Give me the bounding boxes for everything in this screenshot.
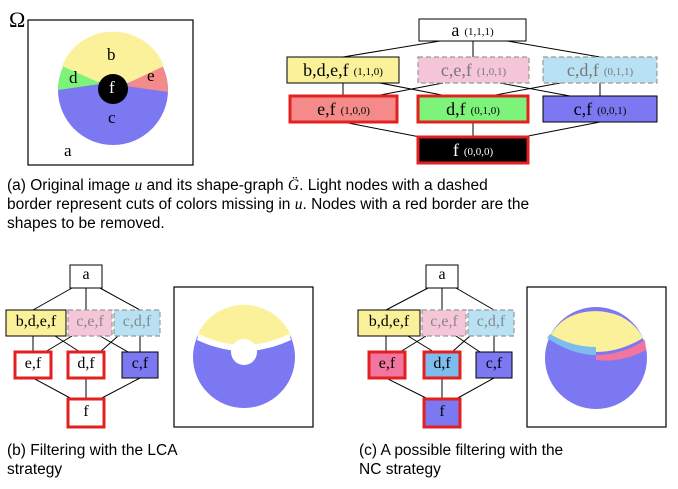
label-b: b [107, 45, 116, 64]
node-a-text: a(1,1,1) [451, 19, 494, 40]
node-cef [417, 56, 530, 84]
node-cef-text: c,e,f(1,0,1) [440, 59, 507, 80]
omega-label: Ω [9, 7, 26, 32]
node-ef-text: e,f(1,0,0) [317, 98, 370, 119]
node-cf [542, 95, 658, 123]
node-b-df: d,f [77, 355, 95, 372]
node-f [416, 135, 530, 165]
node-cdf-text: c,d,f(0,1,1) [566, 59, 634, 80]
node-c-f: f [439, 403, 445, 420]
node-c-cdf: c,d,f [476, 313, 506, 330]
node-a [418, 18, 527, 42]
node-c-df: d,f [433, 355, 451, 372]
node-b-bdef: b,d,e,f [15, 313, 57, 330]
node-b-cdf: c,d,f [122, 313, 152, 330]
node-b-a: a [82, 266, 90, 283]
label-d: d [69, 68, 78, 87]
node-c-cf: c,f [485, 355, 503, 372]
caption-a: (a) Original image u and its shape-graph… [7, 177, 530, 232]
node-b-ef: e,f [24, 355, 42, 372]
node-df [416, 94, 530, 124]
label-c: c [108, 108, 116, 127]
node-c-ef: e,f [378, 355, 396, 372]
node-b-f: f [83, 403, 89, 420]
node-bdef [286, 56, 400, 84]
node-b-cef: c,e,f [76, 313, 104, 330]
node-b-cf: c,f [131, 355, 149, 372]
caption-c: (c) A possible filtering with the NC str… [359, 442, 564, 478]
node-cf-text: c,f(0,0,1) [573, 98, 627, 119]
caption-b: (b) Filtering with the LCA strategy [7, 442, 178, 478]
node-ef [288, 94, 399, 124]
node-c-a: a [438, 266, 446, 283]
node-df-text: d,f(0,1,0) [446, 98, 500, 119]
node-c-cef: c,e,f [430, 313, 458, 330]
node-cdf [542, 56, 658, 84]
region-f [98, 74, 128, 104]
node-c-bdef: b,d,e,f [368, 313, 410, 330]
label-e: e [147, 66, 155, 85]
label-a: a [64, 141, 72, 160]
node-bdef-text: b,d,e,f(1,1,0) [303, 59, 383, 80]
label-f: f [109, 78, 115, 97]
node-f-text: f(0,0,0) [452, 139, 494, 160]
